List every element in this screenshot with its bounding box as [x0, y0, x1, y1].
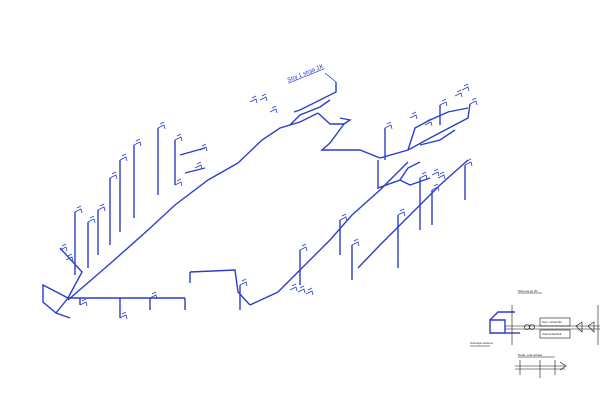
fixture-marker: [469, 97, 478, 106]
fixture-marker: [174, 133, 183, 142]
fixture-marker: [119, 311, 128, 320]
fixture-marker: [133, 138, 142, 147]
fixture-marker: [109, 171, 118, 180]
fixture-marker: [409, 111, 418, 120]
fixture-marker: [119, 153, 128, 162]
fixture-marker: [464, 158, 473, 167]
fixture-marker: [339, 213, 348, 222]
fixture-marker: [157, 121, 166, 130]
fixture-marker: [259, 93, 268, 102]
detail-note-left: Uzlovaja schema: [470, 341, 493, 345]
fixture-marker: [65, 253, 74, 262]
fixture-marker: [59, 243, 68, 252]
fixture-marker: [351, 238, 360, 247]
fixture-marker: [194, 161, 203, 170]
title-bracket: [293, 82, 337, 113]
fixture-marker: [397, 208, 406, 217]
fixture-marker: [384, 121, 393, 130]
main-pipe-network: [42, 99, 471, 319]
right-risers: [239, 105, 466, 310]
fixture-marker: [305, 287, 314, 296]
meter-box-1-label: Tepl. schetchik: [542, 320, 562, 324]
meter-loop: [489, 319, 506, 334]
fixture-marker: [174, 178, 183, 187]
fixture-marker: [424, 118, 433, 127]
meter-box-2-label: Vodoschetchik: [542, 332, 562, 336]
fixture-marker: [149, 291, 158, 300]
fixture-marker: [439, 98, 448, 107]
fixture-marker: [289, 283, 298, 292]
fixture-marker: [461, 83, 470, 92]
fixture-markers: [59, 83, 478, 320]
meter-box-1: [539, 317, 571, 327]
bottom-branch-ticks: [79, 272, 191, 318]
fixture-marker: [239, 278, 248, 287]
fixture-marker: [97, 203, 106, 212]
fixture-marker: [431, 168, 440, 177]
fixture-marker: [454, 89, 463, 98]
detail-title: Schema po 20: [518, 289, 538, 293]
fixture-marker: [297, 285, 306, 294]
fixture-marker: [199, 143, 208, 152]
fixture-marker: [87, 215, 96, 224]
riser-title: Stoj 1 stoja 1K: [287, 63, 326, 83]
fixture-marker: [79, 298, 88, 307]
fixture-marker: [431, 183, 440, 192]
fixture-marker: [74, 205, 83, 214]
left-risers: [74, 128, 206, 275]
fixture-marker: [249, 95, 258, 104]
fixture-marker: [419, 171, 428, 180]
meter-box-2: [539, 329, 571, 339]
section-title: Detal. uzla ucheta: [518, 353, 542, 357]
fixture-marker: [269, 105, 278, 114]
fixture-marker: [299, 243, 308, 252]
detail-section: Schema po 20 Tepl. schetchik Vodoschetch…: [470, 289, 600, 378]
title-leader: [324, 72, 337, 83]
fixture-marker: [437, 171, 446, 180]
